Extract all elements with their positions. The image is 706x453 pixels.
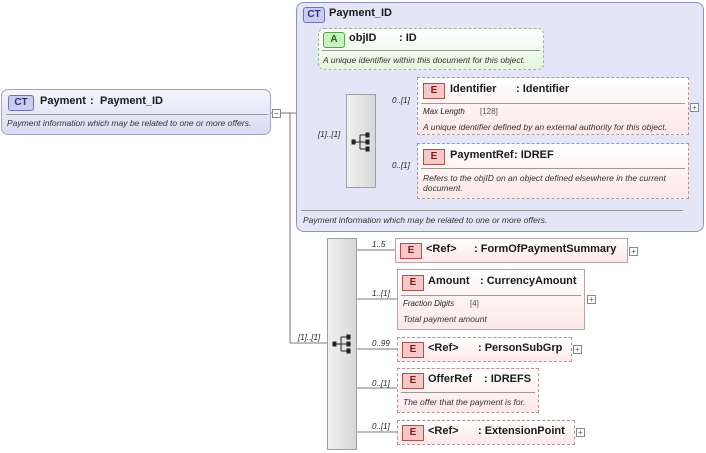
element-divider	[401, 392, 535, 393]
element-ref-extensionpoint[interactable]: E <Ref> : ExtensionPoint	[397, 420, 575, 445]
element-identifier[interactable]: E Identifier : Identifier Max Length [12…	[417, 77, 689, 135]
outer-sequence-cardinality: [1]..[1]	[298, 333, 321, 342]
root-name: Payment	[40, 95, 86, 107]
outer-sequence-compositor[interactable]	[327, 238, 357, 450]
facet-value: [4]	[470, 299, 479, 308]
expand-icon[interactable]: +	[573, 345, 582, 354]
identifier-cardinality: 0..[1]	[392, 96, 410, 105]
facet-label: Fraction Digits	[403, 299, 455, 308]
root-complex-type[interactable]: CT Payment : Payment_ID Payment informat…	[1, 89, 271, 135]
attribute-name: objID	[349, 32, 377, 44]
element-ref-formofpaymentsummary[interactable]: E <Ref> : FormOfPaymentSummary	[395, 238, 628, 263]
element-type: : CurrencyAmount	[480, 275, 577, 287]
expand-icon[interactable]: +	[576, 428, 585, 437]
element-icon: E	[423, 83, 445, 99]
sequence-icon	[332, 334, 351, 354]
expand-icon[interactable]: +	[629, 247, 638, 256]
complex-type-icon: CT	[303, 7, 325, 23]
element-type: : IDREF	[514, 149, 554, 161]
element-icon: E	[402, 425, 424, 441]
element-offerref[interactable]: E OfferRef : IDREFS The offer that the p…	[397, 368, 539, 413]
element-description: A unique identifier defined by an extern…	[423, 122, 667, 132]
root-type: Payment_ID	[100, 95, 163, 107]
attribute-description: A unique identifier within this document…	[323, 55, 526, 65]
root-separator: :	[90, 95, 94, 107]
sequence-icon	[351, 132, 370, 152]
attribute-type: : ID	[399, 32, 417, 44]
element-type: : FormOfPaymentSummary	[474, 243, 617, 255]
element-description: The offer that the payment is for.	[403, 397, 526, 407]
child-cardinality: 0..[1]	[372, 379, 390, 388]
element-name: PaymentRef	[450, 149, 514, 161]
attribute-divider	[322, 50, 540, 51]
complex-type-divider	[301, 210, 683, 211]
element-type: : ExtensionPoint	[478, 425, 565, 437]
element-icon: E	[423, 149, 445, 165]
element-divider	[421, 168, 685, 169]
element-name: Amount	[428, 275, 470, 287]
identifier-expand-icon[interactable]: +	[690, 103, 699, 112]
element-paymentref[interactable]: E PaymentRef : IDREF Refers to the objID…	[417, 143, 689, 199]
root-description: Payment information which may be related…	[7, 118, 252, 128]
child-cardinality: 1..[1]	[372, 289, 390, 298]
inner-sequence-cardinality: [1]..[1]	[318, 130, 341, 139]
element-icon: E	[400, 243, 422, 259]
root-divider	[6, 114, 268, 115]
element-icon: E	[402, 373, 424, 389]
attribute-icon: A	[323, 32, 345, 48]
facet-value: [128]	[480, 107, 498, 116]
complex-type-title: Payment_ID	[329, 7, 392, 19]
child-cardinality: 0..[1]	[372, 422, 390, 431]
element-description: Refers to the objID on an object defined…	[423, 173, 666, 193]
element-description: Total payment amount	[403, 314, 487, 324]
element-icon: E	[402, 275, 424, 291]
element-type: : IDREFS	[484, 373, 532, 385]
element-icon: E	[402, 342, 424, 358]
element-divider	[401, 295, 581, 296]
paymentref-cardinality: 0..[1]	[392, 161, 410, 170]
element-name: OfferRef	[428, 373, 473, 385]
expand-icon[interactable]: +	[587, 295, 596, 304]
element-name: <Ref>	[428, 342, 459, 354]
attribute-objid[interactable]: A objID : ID A unique identifier within …	[318, 28, 544, 70]
element-name: <Ref>	[428, 425, 459, 437]
root-collapse-icon[interactable]: −	[272, 109, 281, 118]
child-cardinality: 0..99	[372, 339, 390, 348]
element-type: : PersonSubGrp	[478, 342, 563, 354]
facet-label: Max Length	[423, 107, 465, 116]
element-name: <Ref>	[426, 243, 457, 255]
child-cardinality: 1..5	[372, 240, 386, 249]
element-type: : Identifier	[516, 83, 570, 95]
complex-type-icon: CT	[8, 95, 34, 111]
element-ref-personsubgrp[interactable]: E <Ref> : PersonSubGrp	[397, 337, 572, 362]
element-name: Identifier	[450, 83, 497, 95]
element-divider	[421, 103, 685, 104]
inner-sequence-compositor[interactable]	[346, 94, 376, 188]
complex-type-description: Payment information which may be related…	[303, 215, 548, 225]
element-amount[interactable]: E Amount : CurrencyAmount Fraction Digit…	[397, 269, 585, 330]
